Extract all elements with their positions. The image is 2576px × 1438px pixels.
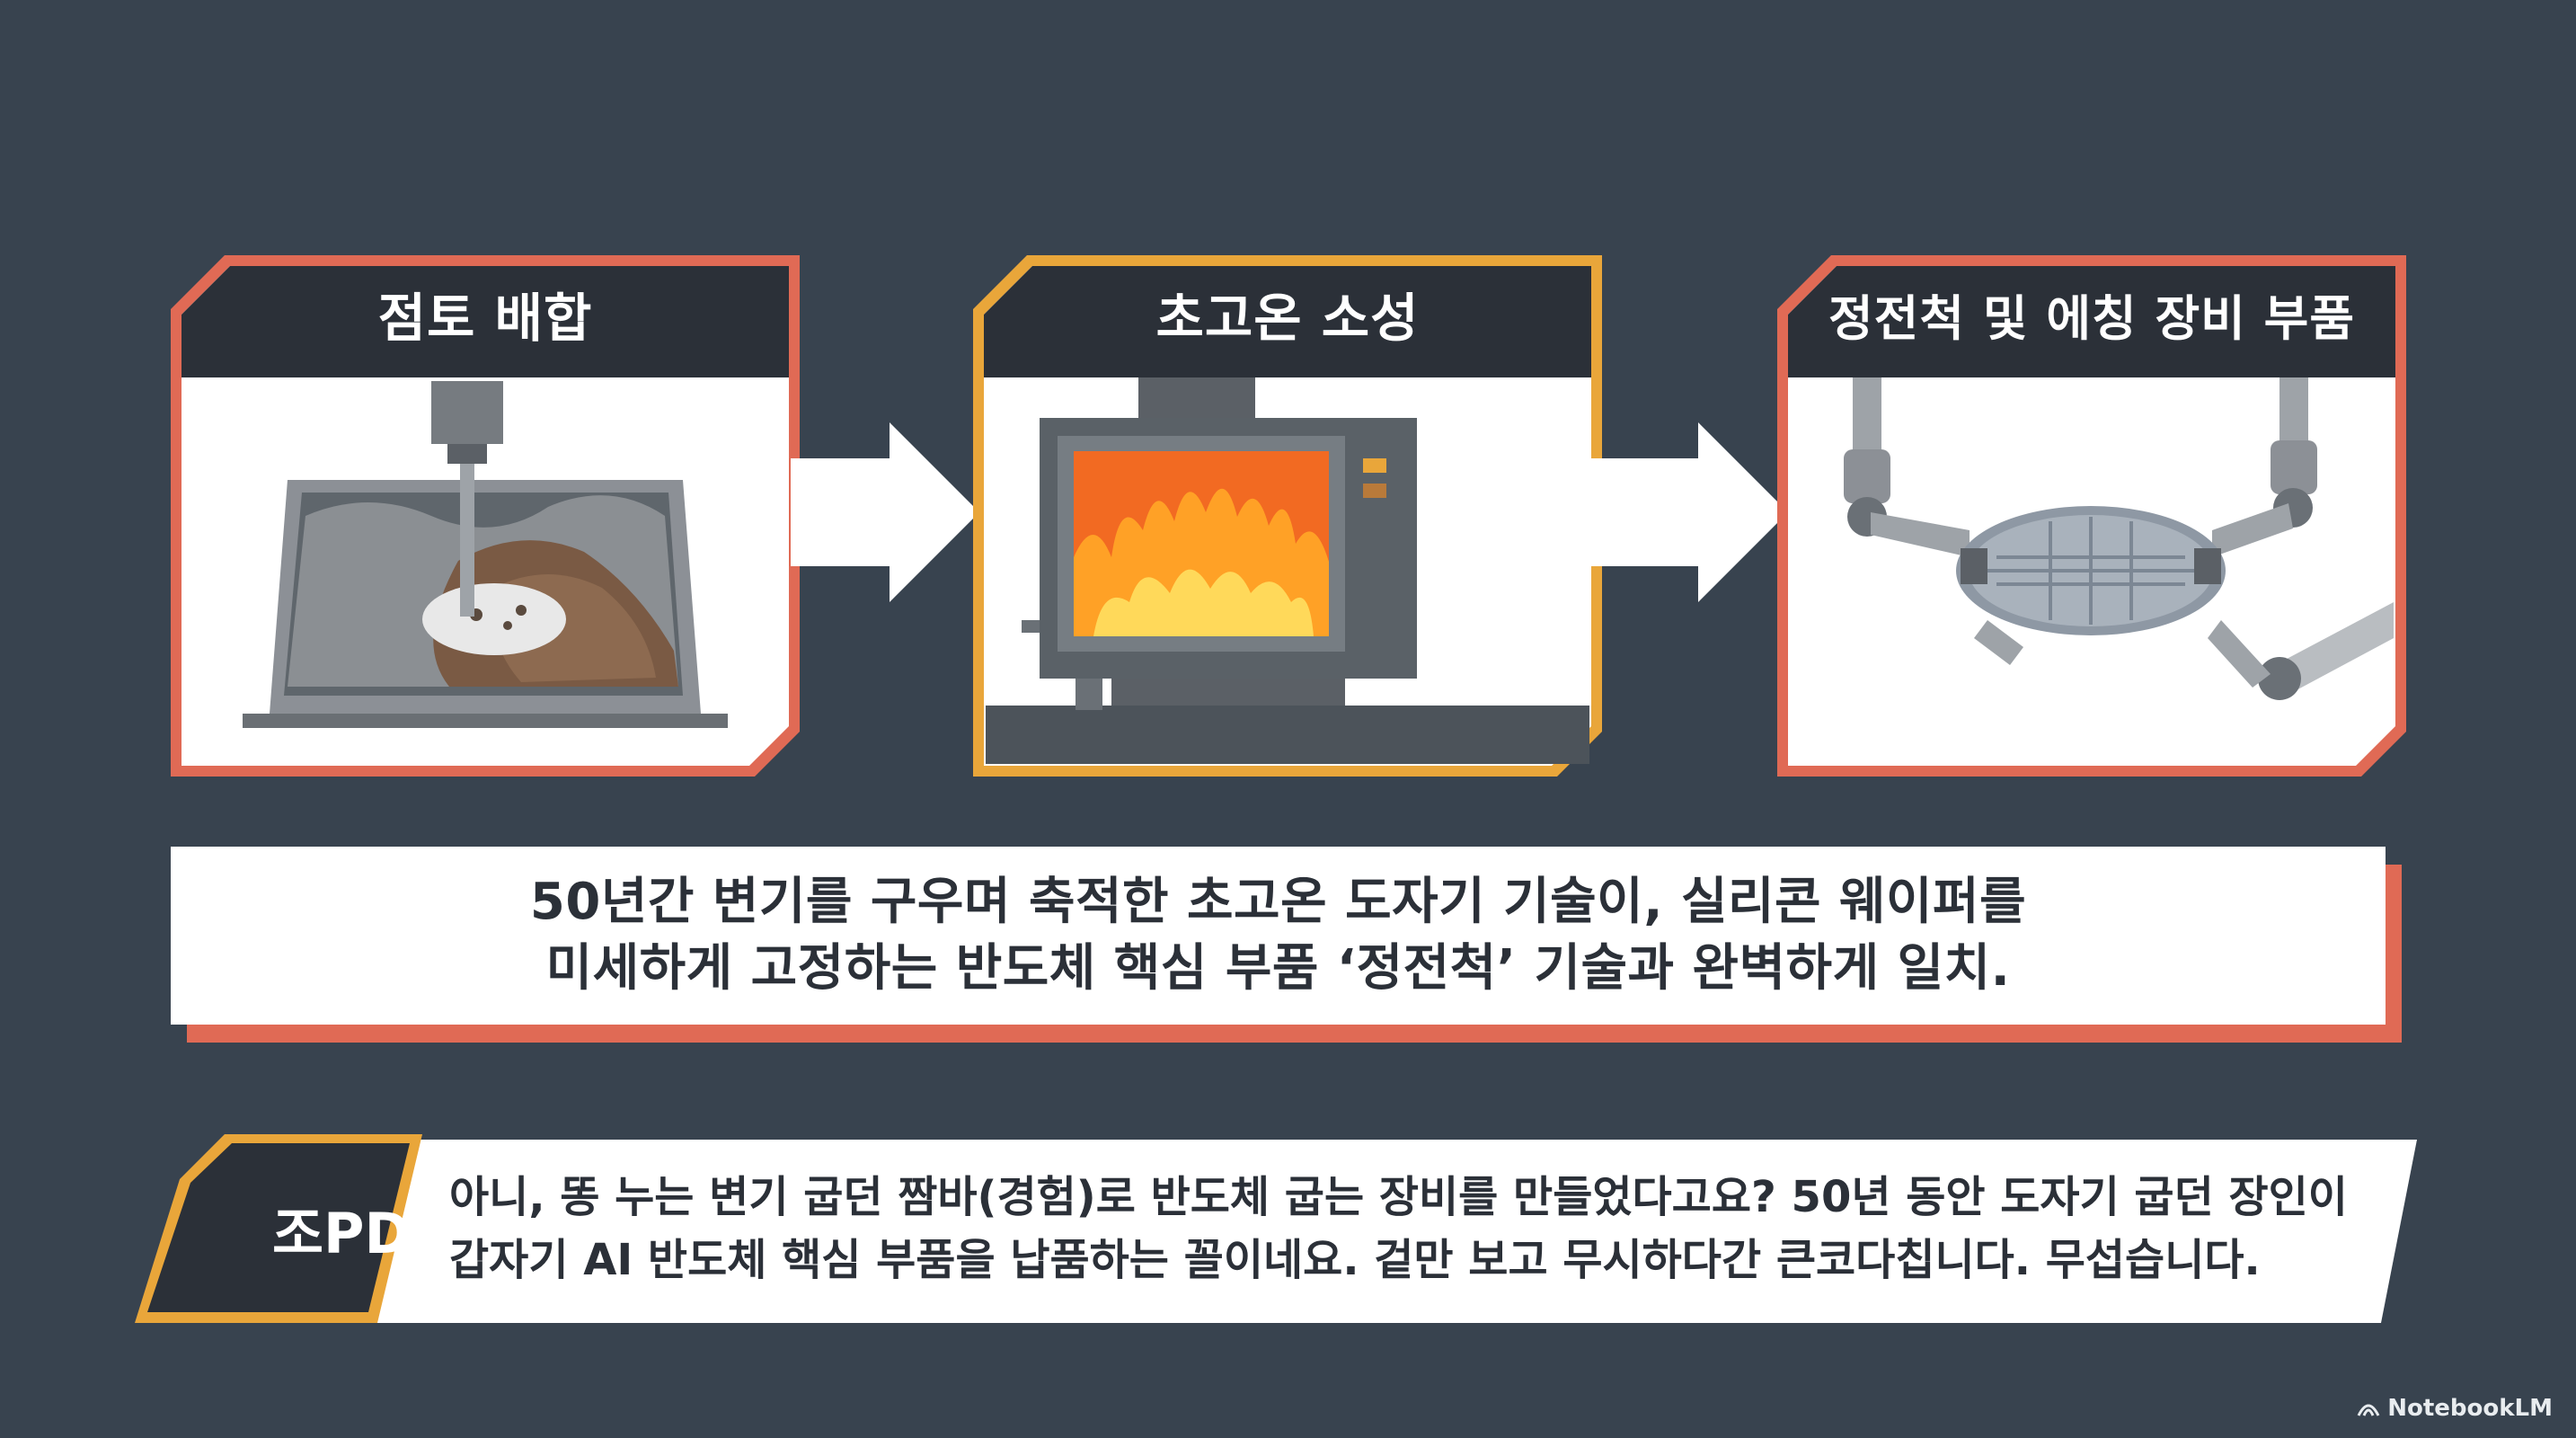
notebooklm-logo-icon	[2357, 1399, 2380, 1417]
summary-line-2: 미세하게 고정하는 반도체 핵심 부품 ‘정전척’ 기술과 완벽하게 일치.	[546, 936, 2011, 1002]
process-step-esc-etching-parts: 정전척 및 에칭 장비 부품	[1777, 255, 2406, 777]
clay-mixer-icon	[225, 381, 746, 732]
speaker-quote: 조PD 아니, 똥 누는 변기 굽던 짬바(경험)로 반도체 굽는 장비를 만들…	[135, 1134, 2417, 1323]
brand-watermark: NotebookLM	[2357, 1395, 2553, 1422]
brand-label: NotebookLM	[2387, 1395, 2553, 1422]
quote-line-2: 갑자기 AI 반도체 핵심 부품을 납품하는 꼴이네요. 겉만 보고 무시하다간…	[449, 1229, 2381, 1292]
panel-title: 점토 배합	[171, 255, 800, 372]
summary-box: 50년간 변기를 구우며 축적한 초고온 도자기 기술이, 실리콘 웨이퍼를 미…	[171, 847, 2386, 1025]
process-step-high-temp-firing: 초고온 소성	[973, 255, 1602, 777]
panel-title: 정전척 및 에칭 장비 부품	[1777, 255, 2406, 372]
process-step-clay-mixing: 점토 배합	[171, 255, 800, 777]
robot-arm-wafer-icon	[1790, 377, 2394, 764]
quote-text: 아니, 똥 누는 변기 굽던 짬바(경험)로 반도체 굽는 장비를 만들었다고요…	[449, 1167, 2381, 1292]
quote-line-1: 아니, 똥 누는 변기 굽던 짬바(경험)로 반도체 굽는 장비를 만들었다고요…	[449, 1167, 2381, 1229]
summary-line-1: 50년간 변기를 구우며 축적한 초고온 도자기 기술이, 실리콘 웨이퍼를	[530, 869, 2026, 936]
panel-title: 초고온 소성	[973, 255, 1602, 372]
kiln-fire-icon	[986, 377, 1589, 764]
speaker-label: 조PD	[216, 1134, 467, 1323]
